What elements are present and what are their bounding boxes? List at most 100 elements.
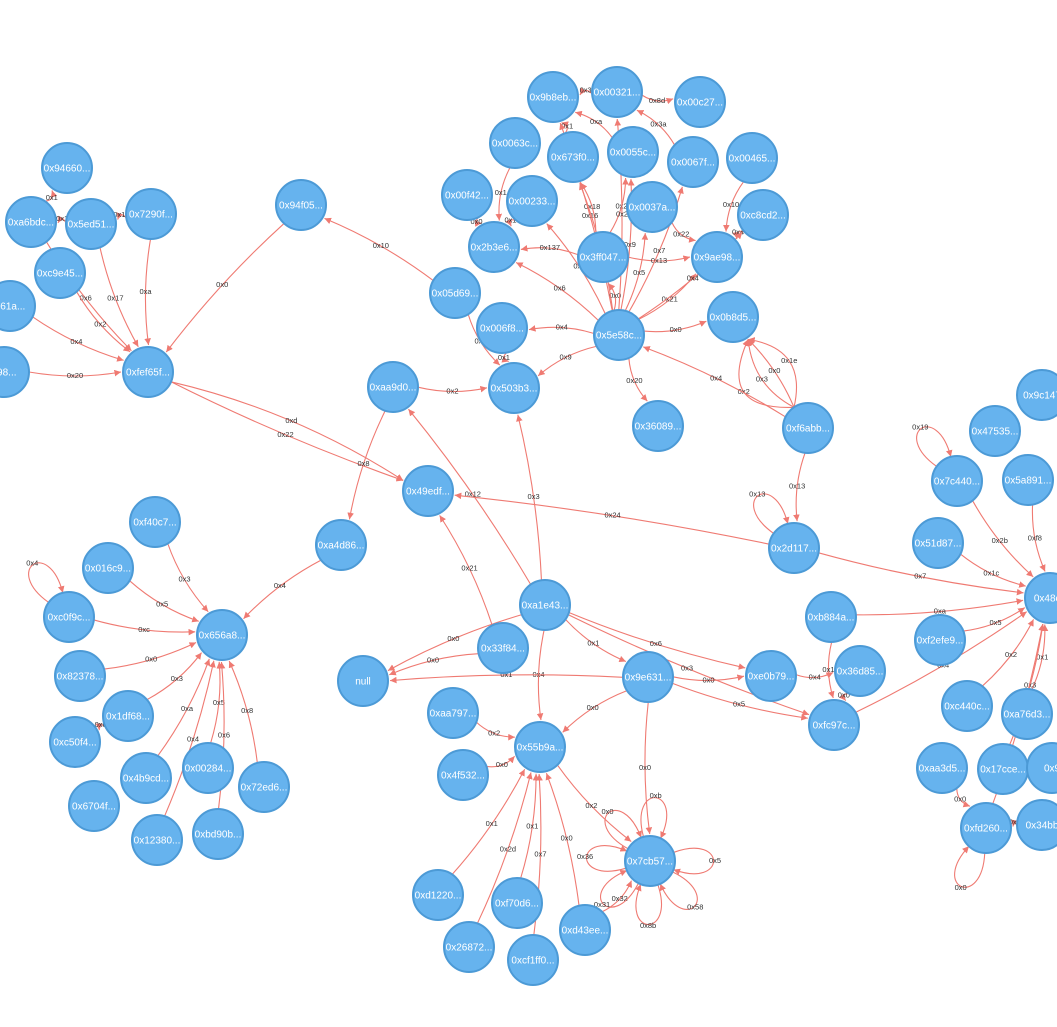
graph-node[interactable]: 0x5e58c... (593, 309, 645, 361)
node-circle[interactable] (547, 131, 599, 183)
node-circle[interactable] (429, 267, 481, 319)
node-circle[interactable] (1002, 454, 1054, 506)
graph-node[interactable]: 898... (0, 346, 30, 398)
node-circle[interactable] (275, 179, 327, 231)
graph-node[interactable]: 0x2b3e6... (468, 221, 520, 273)
graph-node[interactable]: 0x9ae98... (691, 231, 743, 283)
node-circle[interactable] (941, 680, 993, 732)
graph-node[interactable]: 0x48c5 (1024, 572, 1057, 624)
graph-node[interactable]: 0xa4d86... (315, 519, 367, 571)
node-circle[interactable] (315, 519, 367, 571)
graph-node[interactable]: 0xfc97c... (808, 699, 860, 751)
graph-node[interactable]: 0x26872... (443, 921, 495, 973)
node-circle[interactable] (916, 742, 968, 794)
node-circle[interactable] (912, 517, 964, 569)
graph-node[interactable]: 0xa1e43... (519, 579, 571, 631)
node-circle[interactable] (34, 247, 86, 299)
graph-node[interactable]: 0x00284... (182, 742, 234, 794)
node-circle[interactable] (122, 346, 174, 398)
node-circle[interactable] (43, 591, 95, 643)
node-circle[interactable] (626, 181, 678, 233)
node-circle[interactable] (1001, 688, 1053, 740)
node-circle[interactable] (726, 132, 778, 184)
node-circle[interactable] (707, 291, 759, 343)
graph-node[interactable]: 0x12380... (131, 814, 183, 866)
node-circle[interactable] (667, 136, 719, 188)
node-circle[interactable] (768, 522, 820, 574)
node-circle[interactable] (443, 921, 495, 973)
node-circle[interactable] (834, 645, 886, 697)
graph-node[interactable]: 0xf6abb... (782, 402, 834, 454)
graph-node[interactable]: null (337, 655, 389, 707)
node-circle[interactable] (54, 650, 106, 702)
node-circle[interactable] (674, 76, 726, 128)
graph-node[interactable]: 0xd1220... (412, 869, 464, 921)
node-circle[interactable] (519, 579, 571, 631)
node-circle[interactable] (491, 877, 543, 929)
node-circle[interactable] (427, 687, 479, 739)
graph-node[interactable]: 0x9c147 (1016, 369, 1057, 421)
node-circle[interactable] (437, 749, 489, 801)
graph-node[interactable]: 0x0067f... (667, 136, 719, 188)
graph-node[interactable]: 0x00f42... (441, 169, 493, 221)
graph-node[interactable]: 0xf2efe9... (914, 614, 966, 666)
node-circle[interactable] (182, 742, 234, 794)
node-circle[interactable] (559, 904, 611, 956)
graph-node[interactable]: 0x2d117... (768, 522, 820, 574)
graph-node[interactable]: 0xfd260... (960, 802, 1012, 854)
graph-node[interactable]: 0x0037a... (626, 181, 678, 233)
node-circle[interactable] (129, 496, 181, 548)
node-circle[interactable] (507, 934, 559, 986)
graph-node[interactable]: 0x00321... (591, 66, 643, 118)
node-circle[interactable] (49, 716, 101, 768)
graph-node[interactable]: 0x55b9a... (514, 721, 566, 773)
node-circle[interactable] (632, 400, 684, 452)
graph-node[interactable]: 0x9b8eb... (527, 71, 579, 123)
graph-node[interactable]: 0xc8cd2... (737, 189, 789, 241)
graph-node[interactable]: 0x00465... (726, 132, 778, 184)
node-circle[interactable] (808, 699, 860, 751)
node-circle[interactable] (125, 188, 177, 240)
node-circle[interactable] (1024, 572, 1057, 624)
node-circle[interactable] (192, 808, 244, 860)
node-circle[interactable] (577, 231, 629, 283)
node-circle[interactable] (65, 198, 117, 250)
graph-node[interactable]: 0xc9e45... (34, 247, 86, 299)
graph-node[interactable]: 0x82378... (54, 650, 106, 702)
graph-node[interactable]: 0x0b8d5... (707, 291, 759, 343)
node-circle[interactable] (238, 761, 290, 813)
node-circle[interactable] (1016, 799, 1057, 851)
node-circle[interactable] (622, 651, 674, 703)
graph-node[interactable]: 0x49edf... (402, 465, 454, 517)
node-circle[interactable] (0, 346, 30, 398)
graph-node[interactable]: 0xf70d6... (491, 877, 543, 929)
node-circle[interactable] (607, 126, 659, 178)
node-circle[interactable] (1016, 369, 1057, 421)
node-circle[interactable] (931, 455, 983, 507)
graph-node[interactable]: 0xb884a... (805, 591, 857, 643)
node-circle[interactable] (477, 622, 529, 674)
node-circle[interactable] (782, 402, 834, 454)
graph-node[interactable]: 0x1df68... (102, 690, 154, 742)
graph-node[interactable]: 0xc50f4... (49, 716, 101, 768)
graph-node[interactable]: 0xfef65f... (122, 346, 174, 398)
node-circle[interactable] (488, 362, 540, 414)
graph-node[interactable]: 0xe0b79... (745, 650, 797, 702)
graph-node[interactable]: 0x7290f... (125, 188, 177, 240)
graph-node[interactable]: 0x94660... (41, 142, 93, 194)
node-circle[interactable] (402, 465, 454, 517)
node-circle[interactable] (367, 361, 419, 413)
graph-node[interactable]: 0xaa3d5... (916, 742, 968, 794)
node-circle[interactable] (5, 196, 57, 248)
graph-node[interactable]: 0x6704f... (68, 780, 120, 832)
graph-node[interactable]: 061a... (0, 280, 36, 332)
graph-node[interactable]: 0x33f84... (477, 622, 529, 674)
node-circle[interactable] (514, 721, 566, 773)
node-circle[interactable] (914, 614, 966, 666)
node-circle[interactable] (82, 542, 134, 594)
graph-node[interactable]: 0xcf1ff0... (507, 934, 559, 986)
node-circle[interactable] (41, 142, 93, 194)
node-circle[interactable] (745, 650, 797, 702)
graph-node[interactable]: 0xaa797... (427, 687, 479, 739)
